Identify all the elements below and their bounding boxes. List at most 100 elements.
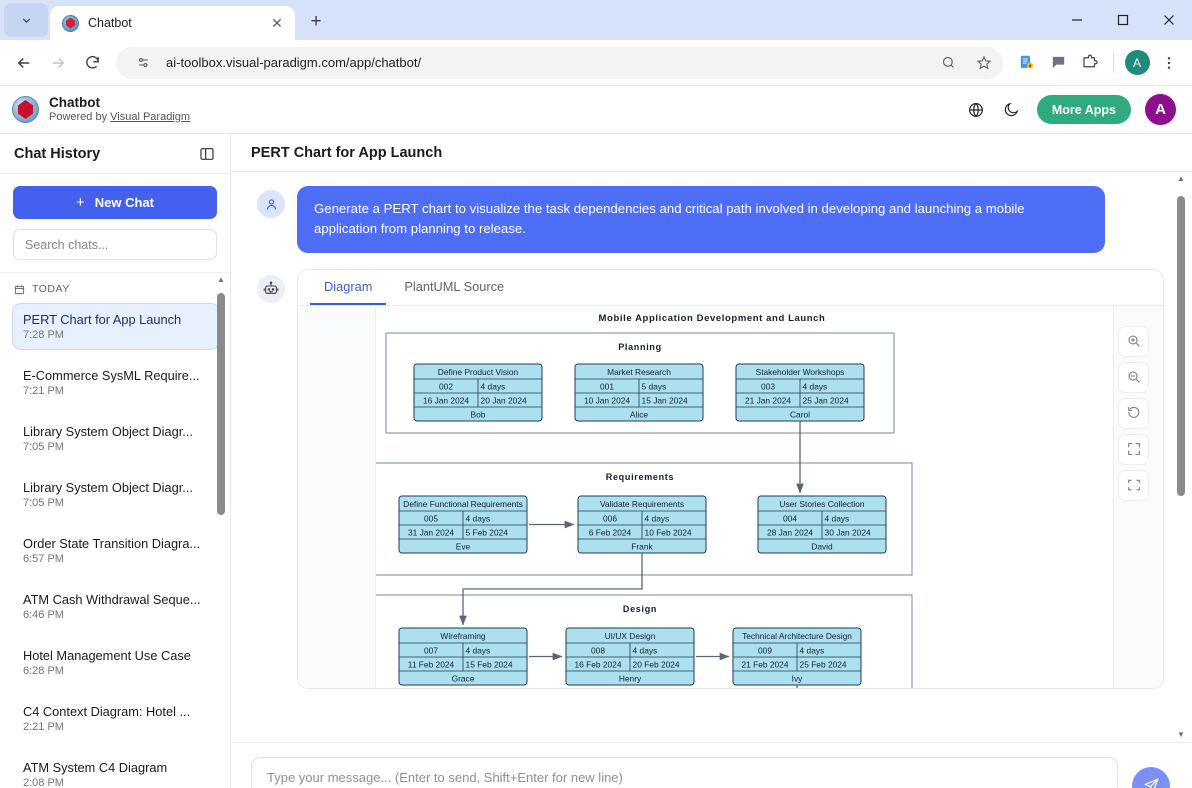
browser-profile-avatar[interactable]: A bbox=[1122, 48, 1152, 78]
user-message-bubble: Generate a PERT chart to visualize the t… bbox=[297, 186, 1105, 253]
panel-collapse-icon[interactable] bbox=[196, 143, 218, 165]
bookmark-star-icon[interactable] bbox=[971, 50, 997, 76]
window-close-icon[interactable] bbox=[1146, 0, 1192, 40]
browser-tabstrip: Chatbot ✕ + bbox=[0, 0, 1192, 40]
tab-diagram[interactable]: Diagram bbox=[310, 270, 387, 305]
chat-list-item[interactable]: E-Commerce SysML Require...7:21 PM bbox=[12, 359, 220, 406]
chat-list-item[interactable]: C4 Context Diagram: Hotel ...2:21 PM bbox=[12, 695, 220, 742]
message-input[interactable] bbox=[251, 757, 1118, 788]
conversation-area: Generate a PERT chart to visualize the t… bbox=[231, 172, 1192, 742]
group-label: Requirements bbox=[606, 472, 674, 482]
comment-icon[interactable] bbox=[1043, 48, 1073, 78]
conv-scroll-up-icon[interactable]: ▲ bbox=[1177, 174, 1185, 183]
expand-icon[interactable] bbox=[1118, 433, 1149, 465]
task-end: 10 Feb 2024 bbox=[645, 527, 692, 537]
conv-scroll-track[interactable] bbox=[1174, 186, 1188, 728]
diagram-canvas[interactable]: Mobile Application Development and Launc… bbox=[298, 305, 1163, 688]
plus-icon: + bbox=[76, 194, 85, 211]
chat-item-time: 2:08 PM bbox=[23, 777, 64, 788]
back-icon[interactable] bbox=[8, 47, 40, 79]
chat-history-heading: Chat History bbox=[14, 145, 101, 162]
site-settings-icon[interactable] bbox=[130, 50, 156, 76]
chat-list-item[interactable]: Library System Object Diagr...7:05 PM bbox=[12, 471, 220, 518]
sidebar: Chat History + New Chat TODAY PERT Chart… bbox=[0, 134, 231, 788]
artifact-tabs: Diagram PlantUML Source bbox=[298, 270, 1163, 306]
reading-list-icon[interactable] bbox=[1011, 48, 1041, 78]
scroll-up-icon[interactable]: ▲ bbox=[217, 275, 225, 284]
task-owner: Eve bbox=[456, 541, 471, 551]
moon-icon[interactable] bbox=[1001, 99, 1023, 121]
globe-icon[interactable] bbox=[965, 99, 987, 121]
scroll-thumb[interactable] bbox=[217, 293, 225, 515]
more-apps-button[interactable]: More Apps bbox=[1036, 95, 1131, 124]
chat-list-item[interactable]: ATM Cash Withdrawal Seque...6:46 PM bbox=[12, 583, 220, 630]
robot-icon bbox=[257, 274, 285, 303]
task-owner: Bob bbox=[471, 409, 486, 419]
tab-plantuml-source[interactable]: PlantUML Source bbox=[404, 278, 505, 294]
search-icon[interactable] bbox=[935, 50, 961, 76]
conv-scroll-down-icon[interactable]: ▼ bbox=[1177, 730, 1185, 739]
task-duration: 4 days bbox=[800, 645, 825, 655]
user-avatar[interactable]: A bbox=[1145, 94, 1176, 125]
task-start: 16 Feb 2024 bbox=[574, 659, 621, 669]
sidebar-scrollbar[interactable]: ▲ ▼ bbox=[214, 273, 228, 788]
task-id: 003 bbox=[761, 381, 775, 391]
task-duration: 4 days bbox=[633, 645, 658, 655]
maximize-icon[interactable] bbox=[1100, 0, 1146, 40]
pert-chart-svg: Mobile Application Development and Launc… bbox=[376, 313, 913, 688]
chat-list-item[interactable]: Order State Transition Diagra...6:57 PM bbox=[12, 527, 220, 574]
conversation-inner: Generate a PERT chart to visualize the t… bbox=[231, 172, 1192, 689]
app-body: Chat History + New Chat TODAY PERT Chart… bbox=[0, 134, 1192, 788]
close-icon[interactable]: ✕ bbox=[271, 14, 283, 31]
reset-icon[interactable] bbox=[1118, 397, 1149, 429]
new-chat-button[interactable]: + New Chat bbox=[13, 186, 217, 219]
task-name: Wireframing bbox=[440, 631, 485, 641]
diagram-title: Mobile Application Development and Launc… bbox=[599, 313, 826, 324]
chat-item-time: 7:05 PM bbox=[23, 441, 64, 453]
chat-item-time: 6:57 PM bbox=[23, 553, 64, 565]
minimize-icon[interactable] bbox=[1054, 0, 1100, 40]
tab-search-chevron-icon[interactable] bbox=[4, 3, 48, 37]
app-header-actions: More Apps A bbox=[965, 94, 1176, 125]
reload-icon[interactable] bbox=[76, 47, 108, 79]
conv-scroll-thumb[interactable] bbox=[1177, 196, 1185, 496]
conversation-scrollbar[interactable]: ▲ ▼ bbox=[1174, 172, 1188, 742]
browser-menu-icon[interactable] bbox=[1154, 48, 1184, 78]
zoom-out-icon[interactable] bbox=[1118, 361, 1149, 393]
visual-paradigm-link[interactable]: Visual Paradigm bbox=[110, 110, 191, 123]
browser-tab[interactable]: Chatbot ✕ bbox=[50, 6, 295, 40]
task-end: 5 Feb 2024 bbox=[466, 527, 509, 537]
task-name: User Stories Collection bbox=[779, 499, 865, 509]
chat-list-item[interactable]: Library System Object Diagr... 7:05 PM bbox=[12, 415, 220, 462]
zoom-in-icon[interactable] bbox=[1118, 325, 1149, 357]
task-start: 21 Jan 2024 bbox=[745, 395, 791, 405]
scroll-track[interactable] bbox=[214, 287, 228, 788]
user-icon bbox=[257, 190, 285, 218]
new-tab-button[interactable]: + bbox=[310, 11, 322, 32]
fit-screen-icon[interactable] bbox=[1118, 469, 1149, 501]
app-powered-by: Powered by Visual Paradigm bbox=[49, 111, 190, 124]
address-bar[interactable]: ai-toolbox.visual-paradigm.com/app/chatb… bbox=[116, 46, 1003, 79]
task-start: 6 Feb 2024 bbox=[589, 527, 632, 537]
extensions-icon[interactable] bbox=[1075, 48, 1105, 78]
task-end: 20 Jan 2024 bbox=[481, 395, 527, 405]
chat-group-label: TODAY bbox=[12, 281, 220, 303]
chat-item-title: Library System Object Diagr... bbox=[23, 424, 193, 439]
task-end: 30 Jan 2024 bbox=[825, 527, 871, 537]
send-button[interactable] bbox=[1132, 766, 1170, 788]
calendar-icon bbox=[14, 284, 25, 294]
message-composer bbox=[231, 742, 1192, 788]
search-input[interactable] bbox=[13, 229, 217, 260]
